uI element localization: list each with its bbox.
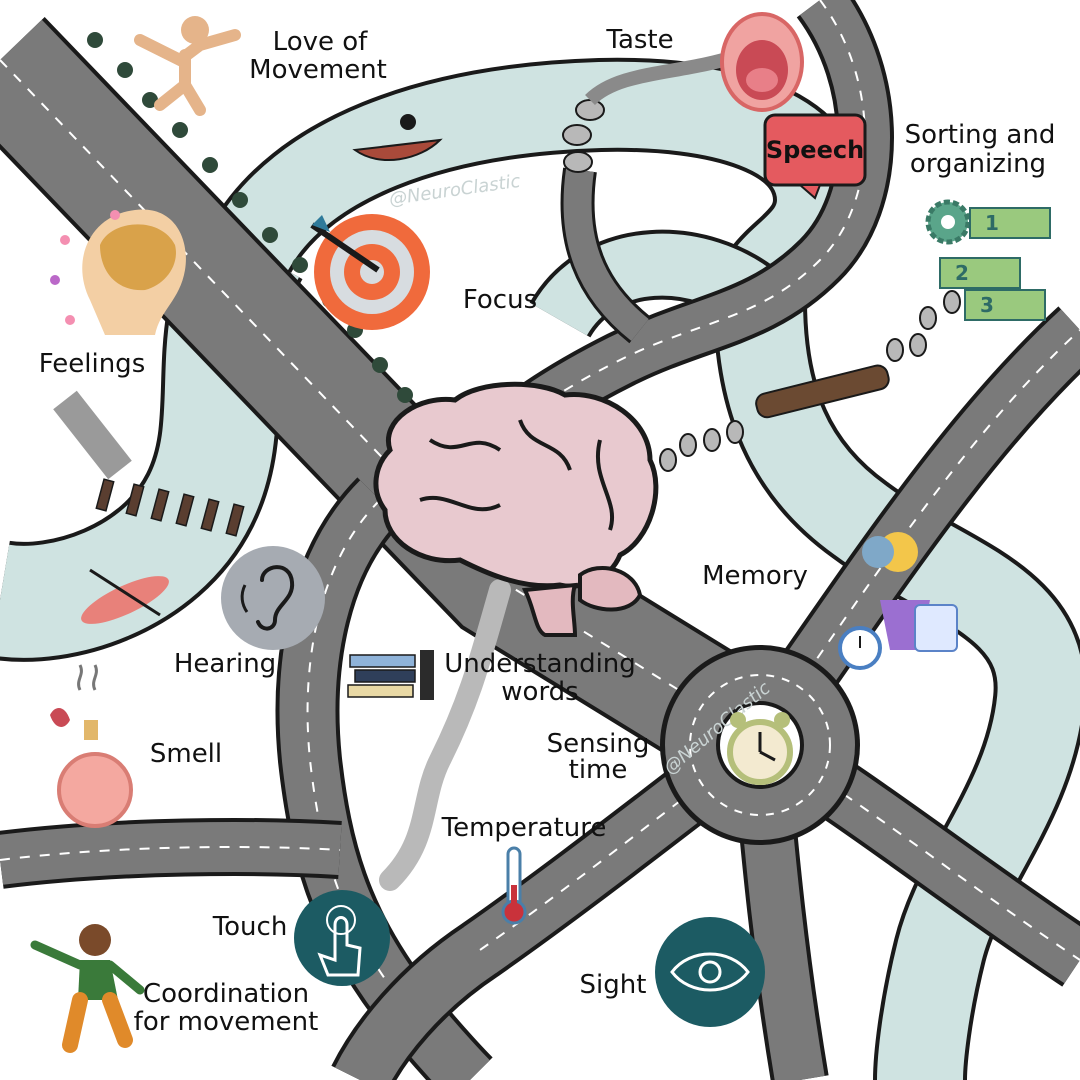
label-memory: Memory bbox=[702, 561, 808, 591]
sort-step-1: 1 bbox=[985, 211, 999, 235]
gray-trail bbox=[53, 390, 132, 480]
label-understanding-line1: Understanding bbox=[444, 649, 636, 679]
label-sensing-time-line1: Sensing bbox=[547, 729, 650, 759]
sort-step-2: 2 bbox=[955, 261, 969, 285]
canoe-top bbox=[352, 114, 443, 162]
label-coordination-line2: for movement bbox=[134, 1007, 319, 1037]
label-love-of-movement-line1: Love of bbox=[273, 27, 368, 57]
kayak-left bbox=[81, 568, 169, 624]
brain-bulb-calendar-icon bbox=[838, 532, 958, 670]
label-love-of-movement-line2: Movement bbox=[249, 55, 387, 85]
speech-bubble-icon: Speech bbox=[763, 113, 867, 200]
hand-touch-icon bbox=[294, 890, 390, 986]
label-touch: Touch bbox=[212, 912, 288, 942]
label-hearing: Hearing bbox=[174, 649, 276, 679]
perfume-bottle-icon bbox=[50, 664, 133, 828]
log-bridge bbox=[755, 364, 890, 419]
label-sight: Sight bbox=[580, 970, 647, 1000]
dancing-figure-icon bbox=[134, 16, 241, 116]
brain-icon bbox=[373, 381, 659, 637]
label-taste: Taste bbox=[605, 25, 673, 55]
label-feelings: Feelings bbox=[39, 349, 146, 379]
label-understanding-line2: words bbox=[501, 677, 578, 707]
head-flowers-icon bbox=[50, 209, 186, 335]
taste-path bbox=[585, 48, 743, 106]
label-sorting-line1: Sorting and bbox=[905, 120, 1056, 150]
open-mouth-icon bbox=[720, 12, 804, 112]
label-sensing-time-line2: time bbox=[569, 755, 628, 785]
nerve-path bbox=[379, 579, 511, 891]
ear-icon bbox=[221, 546, 325, 650]
labels: Love of Movement Taste Sorting and organ… bbox=[39, 25, 1056, 1037]
target-icon bbox=[310, 214, 430, 330]
stepping-stones bbox=[562, 99, 961, 472]
speech-label: Speech bbox=[766, 136, 864, 164]
label-sorting-line2: organizing bbox=[910, 149, 1046, 179]
alarm-clock-icon bbox=[727, 712, 793, 785]
sort-step-3: 3 bbox=[980, 293, 994, 317]
label-smell: Smell bbox=[150, 739, 222, 769]
eye-icon bbox=[655, 917, 765, 1027]
label-temperature: Temperature bbox=[441, 813, 607, 843]
label-focus: Focus bbox=[463, 285, 537, 315]
thermometer-icon bbox=[501, 846, 527, 925]
rope-bridge bbox=[95, 478, 245, 537]
dancing-child-icon bbox=[30, 924, 145, 1053]
gear-list-icon: 1 2 3 bbox=[925, 199, 1051, 321]
label-coordination-line1: Coordination bbox=[143, 979, 309, 1009]
books-icon bbox=[347, 650, 434, 700]
